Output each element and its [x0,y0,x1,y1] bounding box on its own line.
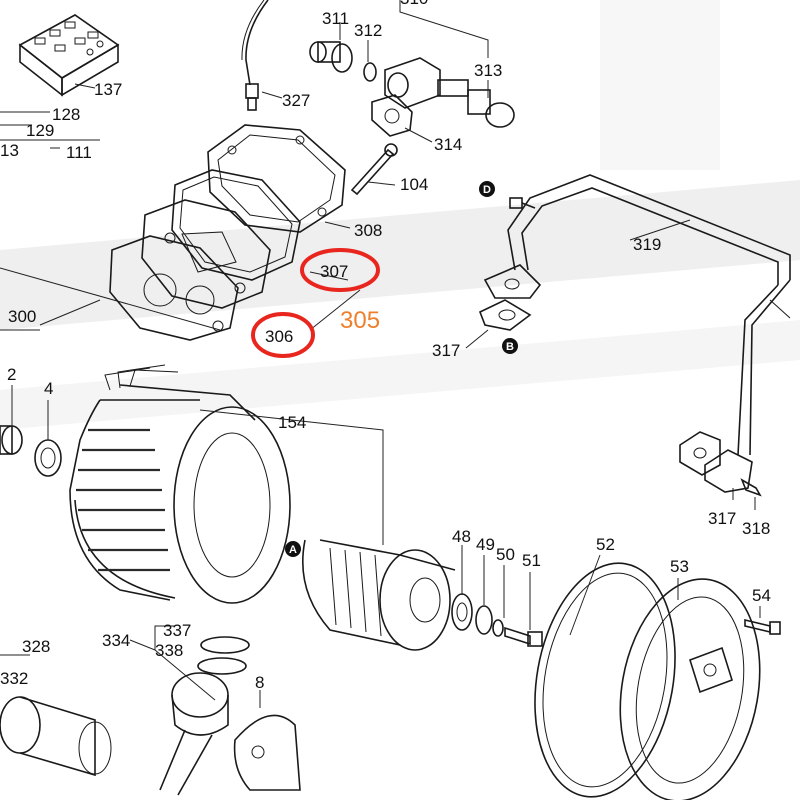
callout-311: 311 [322,9,349,28]
callout-310: 310 [400,0,428,8]
marker-B: B [502,338,518,354]
background-bands [0,180,800,330]
part-337-ring [200,636,250,654]
callout-319: 319 [633,235,661,254]
callout-308: 308 [354,221,382,240]
part-8-counterweight [233,714,301,791]
leader-lines [0,0,761,708]
part-327-sensor [241,0,269,111]
callout-48: 48 [452,527,471,546]
part-319-bracket [507,174,791,456]
part-48-bearing [451,593,473,631]
callout-306: 306 [265,327,293,346]
part-313-valve [384,57,515,128]
callout-111: 111 [66,143,92,162]
part-50-ring [492,619,504,637]
callout-312: 312 [354,21,382,40]
part-4-washer [34,439,62,477]
marker-D-label: D [483,184,491,196]
part-305-gasket [109,235,239,341]
callout-13: 13 [0,141,19,160]
highlight-circle-306 [251,312,315,358]
marker-D: D [479,181,495,197]
callout-318: 318 [742,519,770,538]
part-52-gasket [534,562,676,798]
callout-305: 305 [340,307,380,334]
part-51-bolt [504,626,543,647]
callout-129: 129 [26,121,54,140]
part-104-bolt [350,143,398,196]
callout-4: 4 [44,379,53,398]
part-54-bolt [744,618,781,635]
highlight-circles [251,248,380,358]
part-137-box [18,14,120,97]
callout-labels: 310 311 312 313 137 327 128 129 13 111 3… [0,0,771,692]
part-312-ring [363,62,377,82]
callout-2: 2 [7,365,16,384]
callout-52: 52 [596,535,615,554]
callout-338: 338 [155,641,183,660]
part-332-cylinder [0,696,112,777]
callout-307: 307 [320,262,348,281]
callout-50: 50 [496,545,515,564]
callout-332: 332 [0,669,28,688]
callout-51: 51 [522,551,541,570]
part-307-gasket [171,169,301,281]
marker-B-label: B [506,341,514,353]
callout-314: 314 [434,135,462,154]
part-49-washer [475,605,493,635]
callout-327: 327 [282,91,310,110]
callout-300: 300 [8,307,36,326]
part-334-piston [159,672,229,796]
part-53-end-cover [619,578,761,800]
part-317-flange-lower [679,431,762,497]
highlight-circle-307 [300,248,380,292]
callout-337: 337 [163,621,191,640]
callout-313: 313 [474,61,502,80]
part-154-stator [69,364,291,604]
part-2-bushing [0,425,23,455]
callout-328: 328 [22,637,50,656]
part-314-flange [371,94,413,137]
callout-154: 154 [278,413,306,432]
callout-54: 54 [752,586,771,605]
callout-104: 104 [400,175,428,194]
part-rotor [302,539,456,651]
callout-49: 49 [476,535,495,554]
marker-A-label: A [289,544,297,556]
part-338-ring [197,657,247,675]
part-308-cylinder-head [207,124,346,233]
part-306-valve-plate [141,199,271,309]
part-311-fitting [309,41,353,73]
callout-53: 53 [670,557,689,576]
callout-128: 128 [52,105,80,124]
callout-317-lower: 317 [708,509,736,528]
callout-8: 8 [255,673,264,692]
callout-317-upper: 317 [432,341,460,360]
part-317-flange-upper [478,264,542,331]
callout-137: 137 [94,80,122,99]
part-bolt-upper [509,197,536,209]
marker-A: A [285,541,301,557]
callout-334: 334 [102,631,130,650]
